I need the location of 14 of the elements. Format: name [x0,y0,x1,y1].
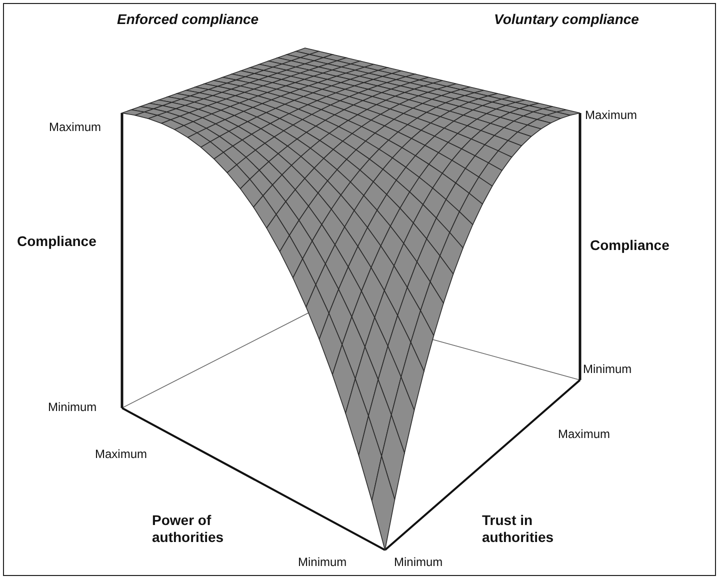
tick-label: Minimum [583,362,632,376]
tick-label: Maximum [49,120,102,134]
axis-title: Power of authorities [152,512,225,546]
tick-label: Maximum [558,427,610,442]
axis-title: Trust in authorities [482,512,555,546]
corner-heading: Voluntary compliance [494,11,639,28]
tick-label: Maximum [95,447,148,462]
corner-heading: Enforced compliance [117,11,259,28]
tick-label: Minimum [298,555,347,570]
axis-title: Compliance [17,233,96,250]
tick-label: Minimum [48,400,97,414]
tick-label: Minimum [394,555,443,570]
tick-label: Maximum [585,108,638,122]
axis-title: Compliance [590,237,670,254]
